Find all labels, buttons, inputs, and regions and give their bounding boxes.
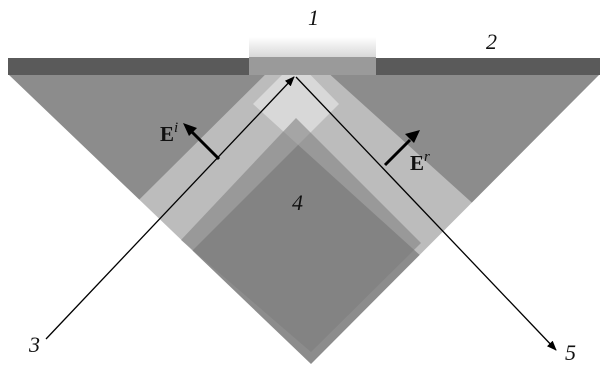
reflected-field-arrowhead — [405, 130, 420, 143]
label-output-port: 5 — [565, 340, 576, 365]
prism-core — [181, 118, 421, 352]
film-layer-1 — [249, 37, 376, 57]
reflected-field-label: Er — [410, 149, 430, 175]
film-layer-1-lower — [249, 57, 376, 75]
incident-field-arrow — [189, 129, 221, 161]
reflected-field-arrow — [383, 138, 412, 167]
label-metal-layer: 2 — [486, 29, 497, 54]
label-film: 1 — [308, 5, 319, 30]
label-incident-port: 3 — [28, 332, 40, 357]
incident-ray — [45, 76, 295, 340]
reflected-beam-band — [253, 52, 592, 363]
label-prism: 4 — [292, 190, 303, 215]
incident-field-label: Ei — [160, 120, 178, 146]
incident-beam-band — [35, 52, 339, 356]
incident-field-arrowhead — [183, 123, 197, 136]
reflected-ray — [295, 76, 557, 351]
